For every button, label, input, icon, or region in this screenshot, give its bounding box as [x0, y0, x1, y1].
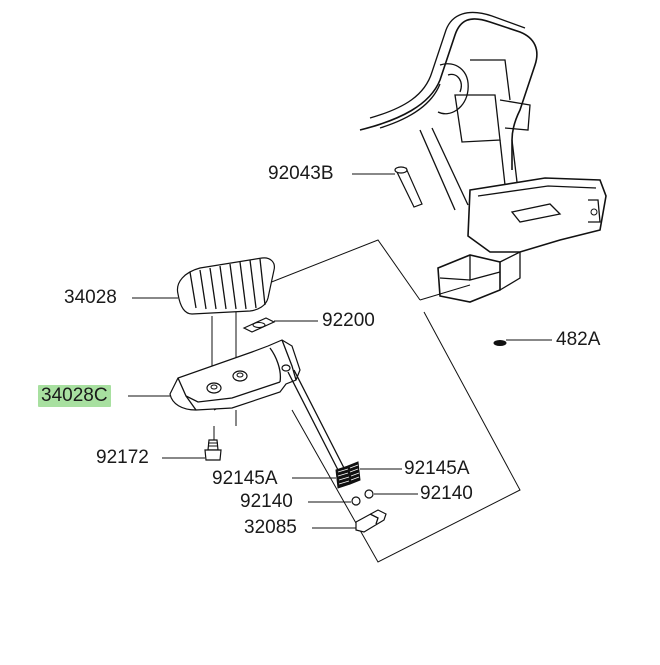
- washer-92200: [242, 317, 318, 333]
- balls-92140: [308, 489, 418, 506]
- pin-32085: [312, 509, 387, 533]
- label-92145A-right[interactable]: 92145A: [404, 458, 470, 479]
- pivot-rod: [287, 369, 345, 471]
- label-92140-left[interactable]: 92140: [240, 491, 293, 512]
- label-92200[interactable]: 92200: [322, 310, 375, 331]
- label-482A[interactable]: 482A: [556, 329, 601, 350]
- pin-92043B: [352, 166, 423, 208]
- clip-482A: [493, 339, 552, 346]
- label-34028C[interactable]: 34028C: [38, 385, 111, 407]
- springs-92145A: [292, 461, 402, 489]
- frame-structure: [359, 11, 607, 303]
- label-92145A-left[interactable]: 92145A: [212, 468, 278, 489]
- label-32085[interactable]: 32085: [244, 517, 297, 538]
- bolt-92172: [162, 439, 222, 461]
- label-92140-right[interactable]: 92140: [420, 483, 473, 504]
- label-92172[interactable]: 92172: [96, 447, 149, 468]
- label-34028[interactable]: 34028: [64, 287, 117, 308]
- label-92043B[interactable]: 92043B: [268, 163, 334, 184]
- footrest-34028C: [128, 339, 301, 411]
